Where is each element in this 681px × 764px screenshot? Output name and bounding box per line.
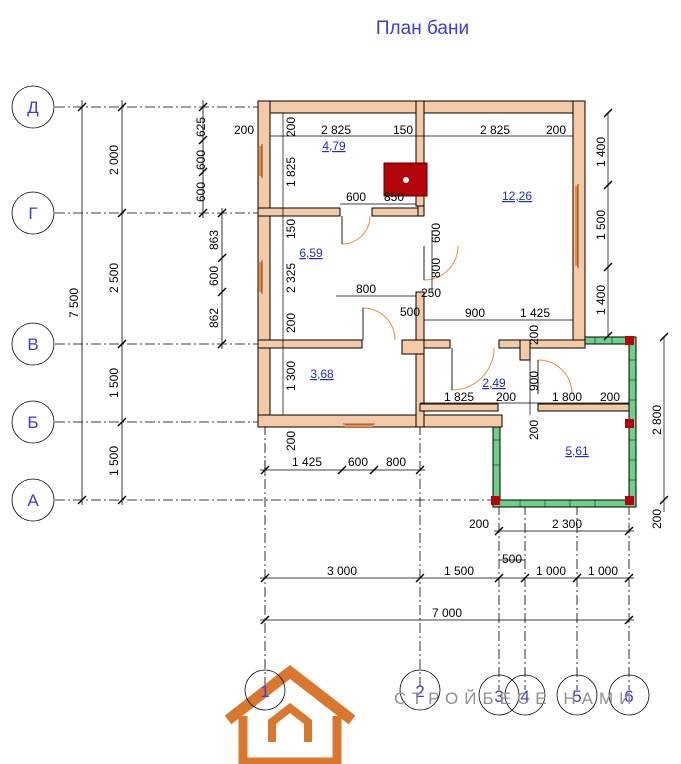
window-frames xyxy=(261,144,579,425)
dim-inner-left: 200 xyxy=(284,117,298,137)
dim-left-total: 7 500 xyxy=(67,288,81,318)
room-area-rest: 4,79 xyxy=(322,139,346,153)
axis-row-a: А xyxy=(27,491,39,510)
brand-text: СТРОЙБЕСЕ НАМИ xyxy=(394,689,637,708)
dim-door: 800 xyxy=(429,258,443,278)
dim-door: 200 xyxy=(527,325,541,345)
dim-window-mid: 863 xyxy=(207,230,221,250)
room-area-toilet: 3,68 xyxy=(310,367,334,381)
dim-bottom: 2 300 xyxy=(552,517,582,531)
bottom-dims: 1 425 600 800 200 2 300 500 3 000 1 500 … xyxy=(292,455,618,620)
dim-terrace: 2 800 xyxy=(650,405,664,435)
column-axis-markers: 1 2 3 4 5 6 xyxy=(244,669,650,716)
axis-col-1: 1 xyxy=(260,682,269,701)
dim-door: 900 xyxy=(527,371,541,391)
dim-door: 600 xyxy=(346,190,366,204)
door-leaves xyxy=(341,216,539,394)
dim-window-top: 600 xyxy=(194,182,208,202)
dim-bottom: 3 000 xyxy=(327,564,357,578)
bottom-dimension-lines xyxy=(260,460,634,625)
dim-right: 1 400 xyxy=(594,137,608,167)
terrace xyxy=(491,336,637,508)
dim-inner-left: 1 825 xyxy=(284,157,298,187)
dim-left-mid: 1 500 xyxy=(107,446,121,476)
dim-window-top: 600 xyxy=(194,150,208,170)
dim-left-mid: 2 500 xyxy=(107,263,121,293)
dim-inner-left: 1 300 xyxy=(284,361,298,391)
left-inner-dims: 200 1 825 150 2 325 200 1 300 200 xyxy=(284,117,298,451)
axis-row-v: В xyxy=(27,335,38,354)
walls xyxy=(257,100,630,428)
inner-dimension-lines xyxy=(270,113,629,415)
dim-bottom: 1 000 xyxy=(588,564,618,578)
dim-door: 200 xyxy=(600,390,620,404)
axis-col-3: 3 xyxy=(494,687,503,706)
dim-bottom: 200 xyxy=(469,517,489,531)
dim-right: 1 500 xyxy=(594,210,608,240)
axis-row-d: Д xyxy=(27,98,39,117)
room-area-terrace: 5,61 xyxy=(565,444,589,458)
dim-door: 1 800 xyxy=(552,390,582,404)
dim-inner-left: 150 xyxy=(284,219,298,239)
dim-bottom: 800 xyxy=(386,455,406,469)
axis-col-2: 2 xyxy=(415,682,424,701)
dim-door: 850 xyxy=(384,190,404,204)
axis-col-5: 5 xyxy=(572,687,581,706)
dim-top: 200 xyxy=(234,123,254,137)
dim-bottom: 600 xyxy=(348,455,368,469)
room-area-hall: 2,49 xyxy=(482,376,506,390)
doors xyxy=(341,215,573,395)
windows xyxy=(259,146,578,427)
room-area-wash: 6,59 xyxy=(299,246,323,260)
dim-top: 200 xyxy=(546,123,566,137)
top-inner-dims: 200 2 825 150 2 825 200 xyxy=(234,123,566,137)
dim-door: 1 825 xyxy=(444,390,474,404)
right-dimension-lines xyxy=(603,108,669,512)
dim-door: 1 425 xyxy=(520,306,550,320)
dim-inner-left: 200 xyxy=(284,313,298,333)
dim-door: 250 xyxy=(421,286,441,300)
dim-terrace: 200 xyxy=(650,509,664,529)
row-axis-markers: Д Г В Б А xyxy=(11,85,55,522)
dim-bottom: 500 xyxy=(502,552,522,566)
axis-lines xyxy=(55,106,630,690)
dim-door: 900 xyxy=(465,306,485,320)
page-title: План бани xyxy=(375,18,470,39)
dim-door: 200 xyxy=(496,390,516,404)
house-logo xyxy=(224,665,356,764)
dim-inner-left: 2 325 xyxy=(284,263,298,293)
dim-door: 800 xyxy=(356,282,376,296)
dim-bottom: 1 000 xyxy=(536,564,566,578)
dim-window-top: 625 xyxy=(194,117,208,137)
dim-top: 150 xyxy=(393,123,413,137)
left-dimension-lines xyxy=(77,100,227,505)
dim-bottom: 1 425 xyxy=(292,455,322,469)
dim-window-mid: 600 xyxy=(207,266,221,286)
dim-bottom-total: 7 000 xyxy=(432,606,462,620)
dim-top: 2 825 xyxy=(321,123,351,137)
dim-door: 600 xyxy=(429,223,443,243)
dim-door: 200 xyxy=(527,420,541,440)
room-area-steam: 12,26 xyxy=(502,189,532,203)
room-areas: 4,79 12,26 6,59 3,68 2,49 5,61 xyxy=(299,139,589,458)
dim-bottom: 1 500 xyxy=(444,564,474,578)
dim-top: 2 825 xyxy=(480,123,510,137)
axis-col-6: 6 xyxy=(624,687,633,706)
axis-row-b: Б xyxy=(27,413,38,432)
axis-col-4: 4 xyxy=(520,687,529,706)
dim-left-mid: 2 000 xyxy=(107,145,121,175)
dim-right: 1 400 xyxy=(594,285,608,315)
axis-row-g: Г xyxy=(28,204,37,223)
dim-inner-left: 200 xyxy=(284,431,298,451)
dim-window-mid: 862 xyxy=(207,308,221,328)
dim-left-mid: 1 500 xyxy=(107,368,121,398)
stove xyxy=(383,162,428,197)
dim-door: 500 xyxy=(400,305,420,319)
door-dims: 600 850 600 800 800 250 500 900 1 425 20… xyxy=(346,190,620,440)
